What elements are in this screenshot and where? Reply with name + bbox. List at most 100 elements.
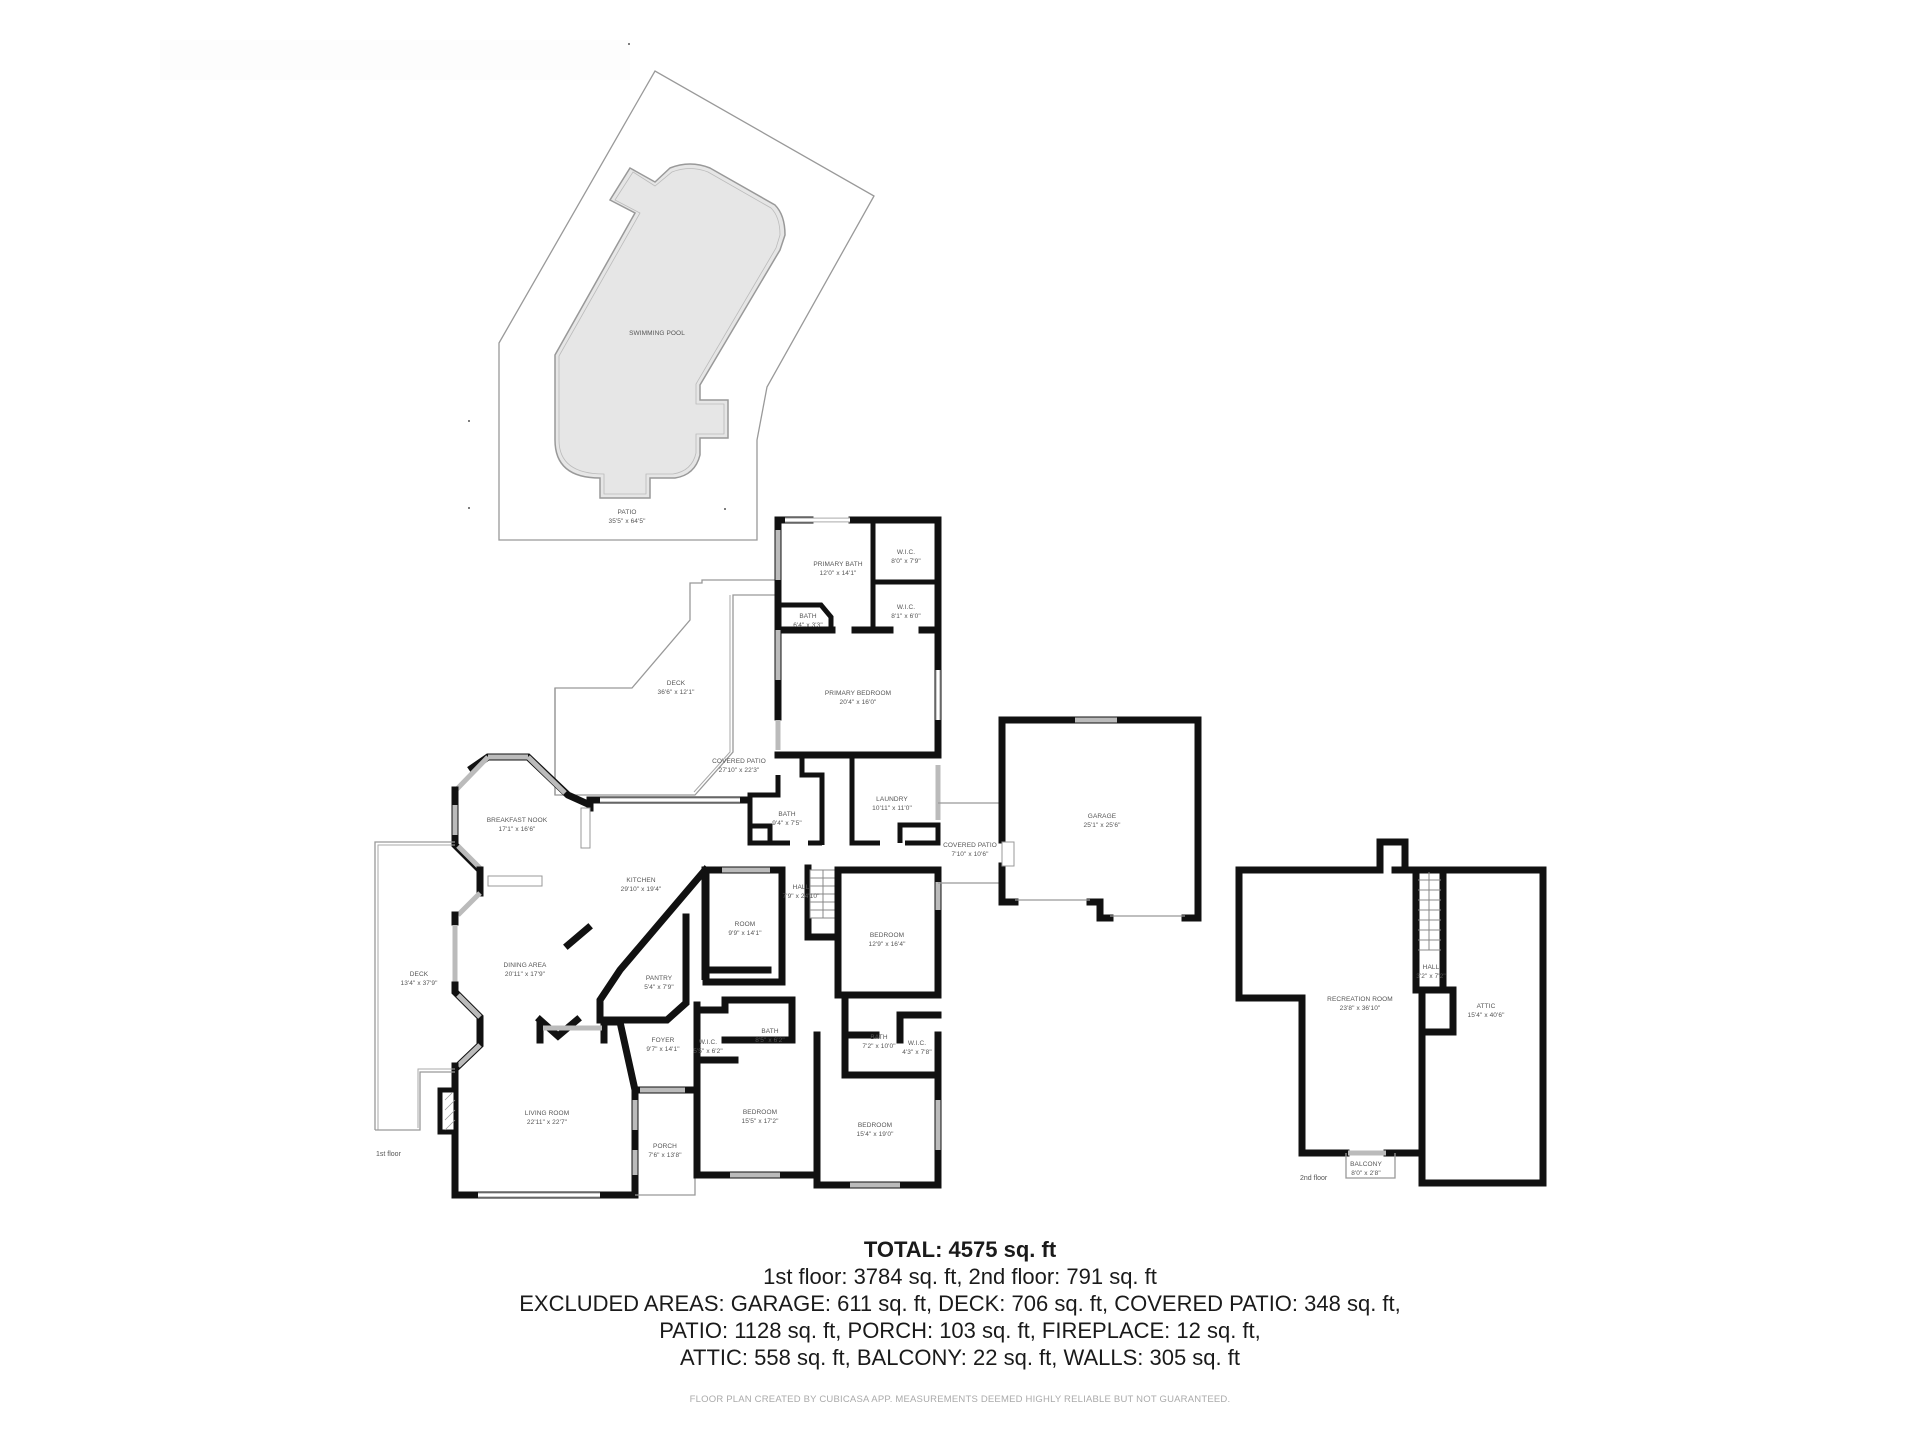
room-name: PATIO xyxy=(617,509,637,516)
floor-areas: 1st floor: 3784 sq. ft, 2nd floor: 791 s… xyxy=(763,1264,1157,1289)
label-covered-patio-main: COVERED PATIO 27'10" x 22'3" xyxy=(712,757,766,775)
second-floor-tag: 2nd floor xyxy=(1300,1175,1328,1182)
room-dimensions: 23'8" x 36'10" xyxy=(1339,1005,1381,1012)
room-name: GARAGE xyxy=(1087,813,1117,820)
room-name: BEDROOM xyxy=(869,932,905,939)
room-name: ROOM xyxy=(734,921,756,928)
label-wic-4: W.I.C. 4'3" x 7'8" xyxy=(902,1039,932,1057)
excluded-areas-line-2: PATIO: 1128 sq. ft, PORCH: 103 sq. ft, F… xyxy=(659,1318,1261,1343)
label-room: ROOM 9'9" x 14'1" xyxy=(728,920,761,938)
room-name: DINING AREA xyxy=(503,962,547,969)
room-name: PRIMARY BATH xyxy=(813,561,863,568)
room-dimensions: 20'4" x 16'0" xyxy=(839,699,877,706)
label-recreation-room: RECREATION ROOM 23'8" x 36'10" xyxy=(1327,995,1393,1013)
label-bedroom-1: BEDROOM 12'9" x 16'4" xyxy=(869,931,906,949)
room-dimensions: 5'5" x 6'2" xyxy=(693,1048,723,1055)
room-name: BATH xyxy=(799,613,817,620)
label-wic-2: W.I.C. 8'1" x 6'0" xyxy=(891,603,921,621)
room-dimensions: 36'6" x 12'1" xyxy=(657,689,695,696)
label-laundry: LAUNDRY 10'11" x 11'0" xyxy=(872,795,912,813)
room-name: BEDROOM xyxy=(857,1122,893,1129)
garage xyxy=(938,716,1202,922)
room-name: BATH xyxy=(778,811,796,818)
room-dimensions: 15'4" x 19'0" xyxy=(856,1131,894,1138)
first-floor-tag: 1st floor xyxy=(376,1151,401,1158)
room-name: HALL xyxy=(792,884,810,891)
disclaimer: FLOOR PLAN CREATED BY CUBICASA APP. MEAS… xyxy=(689,1394,1231,1405)
room-dimensions: 27'10" x 22'3" xyxy=(718,767,760,774)
swimming-pool xyxy=(554,163,786,499)
second-floor-walls xyxy=(1235,838,1547,1187)
excluded-areas-line-1: EXCLUDED AREAS: GARAGE: 611 sq. ft, DECK… xyxy=(519,1291,1401,1316)
room-dimensions: 7'10" x 10'6" xyxy=(951,851,989,858)
room-dimensions: 8'0" x 2'8" xyxy=(1351,1170,1381,1177)
label-bath-small: BATH 6'4" x 3'3" xyxy=(793,612,823,630)
room-dimensions: 29'10" x 19'4" xyxy=(620,886,662,893)
room-dimensions: 12'9" x 16'4" xyxy=(868,941,906,948)
room-name: HALL xyxy=(1422,964,1440,971)
room-dimensions: 15'4" x 40'6" xyxy=(1467,1012,1505,1019)
stairs-first-floor xyxy=(809,869,837,919)
room-dimensions: 12'0" x 14'1" xyxy=(819,570,857,577)
room-name: BREAKFAST NOOK xyxy=(486,817,548,824)
label-balcony: BALCONY 8'0" x 2'8" xyxy=(1350,1160,1382,1178)
label-patio: PATIO 35'5" x 64'5" xyxy=(609,508,646,526)
room-dimensions: 15'5" x 17'2" xyxy=(741,1118,779,1125)
room-name: W.I.C. xyxy=(896,549,916,556)
room-name: SWIMMING POOL xyxy=(629,330,685,337)
label-breakfast-nook: BREAKFAST NOOK 17'1" x 16'6" xyxy=(487,816,548,834)
label-wic-1: W.I.C. 8'0" x 7'9" xyxy=(891,548,921,566)
label-swimming-pool: SWIMMING POOL xyxy=(629,329,685,338)
room-dimensions: 5'4" x 7'9" xyxy=(644,984,674,991)
patio-area xyxy=(498,70,875,541)
room-name: PORCH xyxy=(653,1143,677,1150)
room-name: DECK xyxy=(666,680,686,687)
label-deck-upper: DECK 36'6" x 12'1" xyxy=(658,679,695,697)
label-primary-bath: PRIMARY BATH 12'0" x 14'1" xyxy=(813,560,862,578)
excluded-areas-line-3: ATTIC: 558 sq. ft, BALCONY: 22 sq. ft, W… xyxy=(679,1345,1240,1370)
room-name: W.I.C. xyxy=(907,1040,927,1047)
room-name: KITCHEN xyxy=(626,877,656,884)
room-dimensions: 6'4" x 3'3" xyxy=(793,622,823,629)
faint-watermark xyxy=(160,40,630,80)
room-dimensions: 10'11" x 11'0" xyxy=(872,805,912,812)
room-name: COVERED PATIO xyxy=(943,842,997,849)
room-name: COVERED PATIO xyxy=(712,758,766,765)
label-bath-mid: BATH 9'4" x 7'5" xyxy=(772,810,802,828)
marker-dots xyxy=(468,43,726,510)
room-dimensions: 9'4" x 7'5" xyxy=(772,820,802,827)
label-porch: PORCH 7'6" x 13'8" xyxy=(648,1142,681,1160)
room-name: FOYER xyxy=(651,1037,675,1044)
label-bedroom-3: BEDROOM 15'4" x 19'0" xyxy=(857,1121,894,1139)
label-living-room: LIVING ROOM 22'11" x 22'7" xyxy=(525,1109,569,1127)
stairs-second-floor xyxy=(1418,872,1441,951)
label-garage: GARAGE 25'1" x 25'6" xyxy=(1084,812,1121,830)
room-name: RECREATION ROOM xyxy=(1327,996,1393,1003)
room-name: W.I.C. xyxy=(896,604,916,611)
label-covered-patio-side: COVERED PATIO 7'10" x 10'6" xyxy=(943,841,997,859)
room-name: PRIMARY BEDROOM xyxy=(824,690,892,697)
room-dimensions: 9'7" x 14'1" xyxy=(646,1046,680,1053)
room-dimensions: 8'1" x 6'0" xyxy=(891,613,921,620)
label-pantry: PANTRY 5'4" x 7'9" xyxy=(644,974,674,992)
room-name: LIVING ROOM xyxy=(524,1110,570,1117)
room-name: PANTRY xyxy=(645,975,673,982)
room-name: ATTIC xyxy=(1476,1003,1496,1010)
room-dimensions: 7'6" x 13'8" xyxy=(648,1152,682,1159)
room-dimensions: 20'11" x 17'9" xyxy=(504,971,546,978)
room-dimensions: 8'5" x 6'2" xyxy=(755,1037,785,1044)
room-name: BEDROOM xyxy=(742,1109,778,1116)
room-dimensions: 7'9" x 24'10" xyxy=(782,893,820,900)
room-dimensions: 3'2" x 7'2" xyxy=(1416,973,1446,980)
label-bath-3: BATH 7'2" x 10'0" xyxy=(862,1033,895,1051)
room-dimensions: 17'1" x 16'6" xyxy=(498,826,536,833)
label-wic-3: W.I.C. 5'5" x 6'2" xyxy=(693,1038,723,1056)
label-dining-area: DINING AREA 20'11" x 17'9" xyxy=(504,961,547,979)
first-floor-walls xyxy=(374,516,942,1199)
room-dimensions: 9'9" x 14'1" xyxy=(728,930,762,937)
room-dimensions: 7'2" x 10'0" xyxy=(862,1043,896,1050)
label-deck-side: DECK 13'4" x 37'9" xyxy=(401,970,438,988)
room-dimensions: 35'5" x 64'5" xyxy=(608,518,646,525)
label-bedroom-2: BEDROOM 15'5" x 17'2" xyxy=(742,1108,779,1126)
total-area: TOTAL: 4575 sq. ft xyxy=(863,1237,1057,1262)
